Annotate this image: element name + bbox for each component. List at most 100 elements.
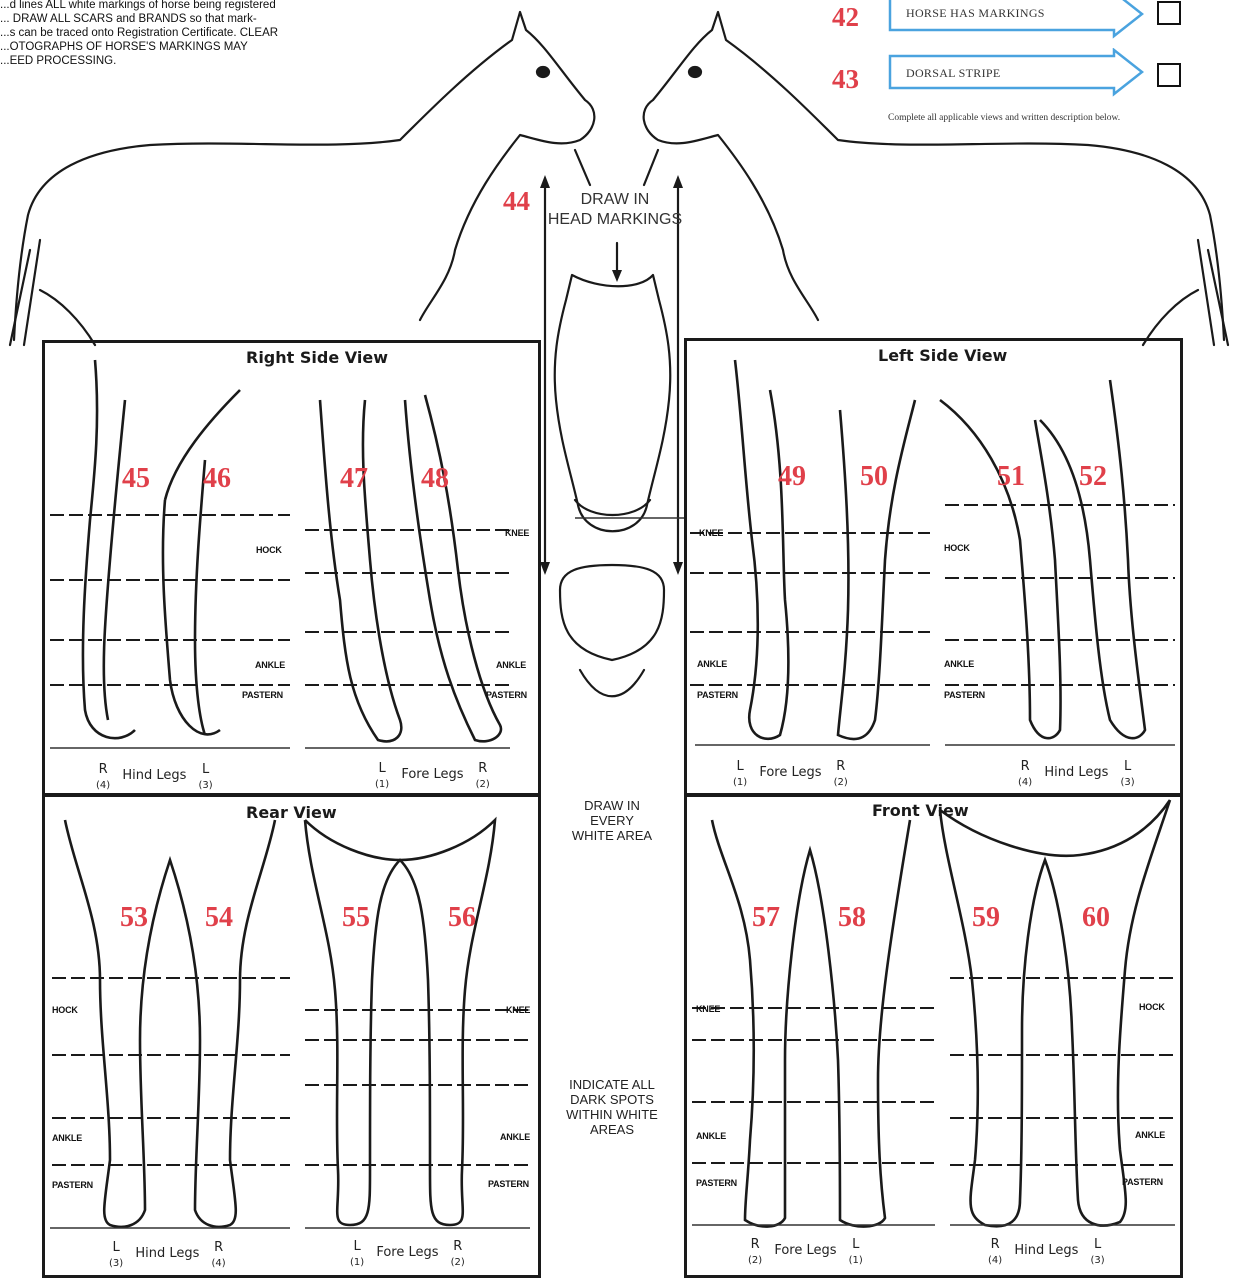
caption-side-letter: R: [214, 1240, 223, 1255]
caption-leg-index: (2): [451, 1257, 465, 1268]
caption-fore-legs: L(1) Fore Legs R(2): [733, 759, 848, 789]
note-line: INDICATE ALL: [552, 1077, 672, 1092]
caption-leg-index: (3): [199, 780, 213, 791]
question-42-label: HORSE HAS MARKINGS: [906, 6, 1045, 21]
label-pastern: PASTERN: [52, 1180, 93, 1190]
caption-leg-index: (1): [375, 779, 389, 790]
left-side-view-title: Left Side View: [878, 346, 1007, 365]
dorsal-stripe-checkbox[interactable]: [1157, 63, 1181, 87]
leg-number-55: 55: [342, 902, 370, 934]
complete-views-note: Complete all applicable views and writte…: [888, 113, 1120, 123]
muzzle-outline: [560, 565, 664, 696]
label-ankle: ANKLE: [52, 1133, 82, 1143]
note-line: WITHIN WHITE: [552, 1107, 672, 1122]
leg-number-60: 60: [1082, 902, 1110, 934]
caption-side-letter: R: [1021, 759, 1030, 774]
caption-side-letter: R: [99, 762, 108, 777]
leg-number-52: 52: [1079, 461, 1107, 493]
caption-leg-index: (4): [96, 780, 110, 791]
rear-view-panel[interactable]: [42, 794, 541, 1278]
caption-side-letter: R: [991, 1237, 1000, 1252]
caption-leg-index: (2): [834, 777, 848, 788]
caption-leg-index: (3): [109, 1258, 123, 1269]
caption-text: Hind Legs: [1014, 1243, 1078, 1258]
leg-number-47: 47: [340, 463, 368, 495]
leg-number-49: 49: [778, 461, 806, 493]
head-front-outline: [555, 275, 671, 531]
label-hock: HOCK: [1139, 1002, 1165, 1012]
caption-text: Hind Legs: [1044, 765, 1108, 780]
label-ankle: ANKLE: [255, 660, 285, 670]
caption-fore-legs: L(1) Fore Legs R(2): [375, 761, 490, 791]
caption-side-letter: L: [1094, 1237, 1101, 1252]
leg-number-56: 56: [448, 902, 476, 934]
leg-number-58: 58: [838, 902, 866, 934]
question-42-number: 42: [832, 2, 859, 33]
caption-side-letter: R: [453, 1239, 462, 1254]
label-hock: HOCK: [256, 545, 282, 555]
caption-leg-index: (1): [733, 777, 747, 788]
caption-side-letter: L: [112, 1240, 119, 1255]
left-side-view-panel[interactable]: [684, 338, 1183, 796]
label-ankle: ANKLE: [697, 659, 727, 669]
caption-side-letter: L: [378, 761, 385, 776]
note-line: DARK SPOTS: [552, 1092, 672, 1107]
leg-number-51: 51: [997, 461, 1025, 493]
question-43-number: 43: [832, 64, 859, 95]
caption-leg-index: (4): [212, 1258, 226, 1269]
caption-hind-legs: R(4) Hind Legs L(3): [988, 1237, 1105, 1267]
label-ankle: ANKLE: [1135, 1130, 1165, 1140]
note-line: EVERY: [552, 813, 672, 828]
caption-leg-index: (3): [1091, 1255, 1105, 1266]
front-view-title: Front View: [872, 801, 969, 820]
leg-number-53: 53: [120, 902, 148, 934]
caption-leg-index: (4): [1018, 777, 1032, 788]
caption-leg-index: (2): [476, 779, 490, 790]
caption-hind-legs: R(4) Hind Legs L(3): [1018, 759, 1135, 789]
horse-has-markings-checkbox[interactable]: [1157, 1, 1181, 25]
label-hock: HOCK: [944, 543, 970, 553]
label-pastern: PASTERN: [242, 690, 283, 700]
right-side-view-panel[interactable]: [42, 340, 541, 796]
right-side-view-title: Right Side View: [246, 348, 388, 367]
label-pastern: PASTERN: [488, 1179, 529, 1189]
front-view-panel[interactable]: [684, 794, 1183, 1278]
caption-leg-index: (1): [350, 1257, 364, 1268]
indicate-dark-spots-note: INDICATE ALL DARK SPOTS WITHIN WHITE ARE…: [552, 1077, 672, 1137]
left-horse-eye: [537, 67, 549, 77]
label-ankle: ANKLE: [944, 659, 974, 669]
caption-text: Fore Legs: [401, 767, 463, 782]
head-markings-text: HEAD MARKINGS: [520, 210, 710, 230]
label-ankle: ANKLE: [500, 1132, 530, 1142]
caption-text: Fore Legs: [759, 765, 821, 780]
note-line: DRAW IN: [552, 798, 672, 813]
caption-text: Fore Legs: [376, 1245, 438, 1260]
head-markings-label: DRAW IN HEAD MARKINGS: [520, 190, 710, 230]
label-ankle: ANKLE: [696, 1131, 726, 1141]
leg-number-54: 54: [205, 902, 233, 934]
label-knee: KNEE: [699, 528, 723, 538]
label-knee: KNEE: [696, 1004, 720, 1014]
leg-number-45: 45: [122, 463, 150, 495]
caption-leg-index: (1): [849, 1255, 863, 1266]
label-pastern: PASTERN: [696, 1178, 737, 1188]
caption-fore-legs: R(2) Fore Legs L(1): [748, 1237, 863, 1267]
caption-side-letter: L: [353, 1239, 360, 1254]
caption-text: Fore Legs: [774, 1243, 836, 1258]
caption-side-letter: R: [751, 1237, 760, 1252]
question-43-label: DORSAL STRIPE: [906, 66, 1000, 81]
draw-in-text: DRAW IN: [520, 190, 710, 210]
right-horse-eye: [689, 67, 701, 77]
draw-every-white-area-note: DRAW IN EVERY WHITE AREA: [552, 798, 672, 843]
caption-hind-legs: R(4) Hind Legs L(3): [96, 762, 213, 792]
leg-number-50: 50: [860, 461, 888, 493]
caption-side-letter: L: [852, 1237, 859, 1252]
label-pastern: PASTERN: [486, 690, 527, 700]
label-pastern: PASTERN: [697, 690, 738, 700]
label-knee: KNEE: [505, 528, 529, 538]
leg-number-57: 57: [752, 902, 780, 934]
label-ankle: ANKLE: [496, 660, 526, 670]
caption-side-letter: L: [202, 762, 209, 777]
note-line: WHITE AREA: [552, 828, 672, 843]
caption-hind-legs: L(3) Hind Legs R(4): [109, 1240, 226, 1270]
